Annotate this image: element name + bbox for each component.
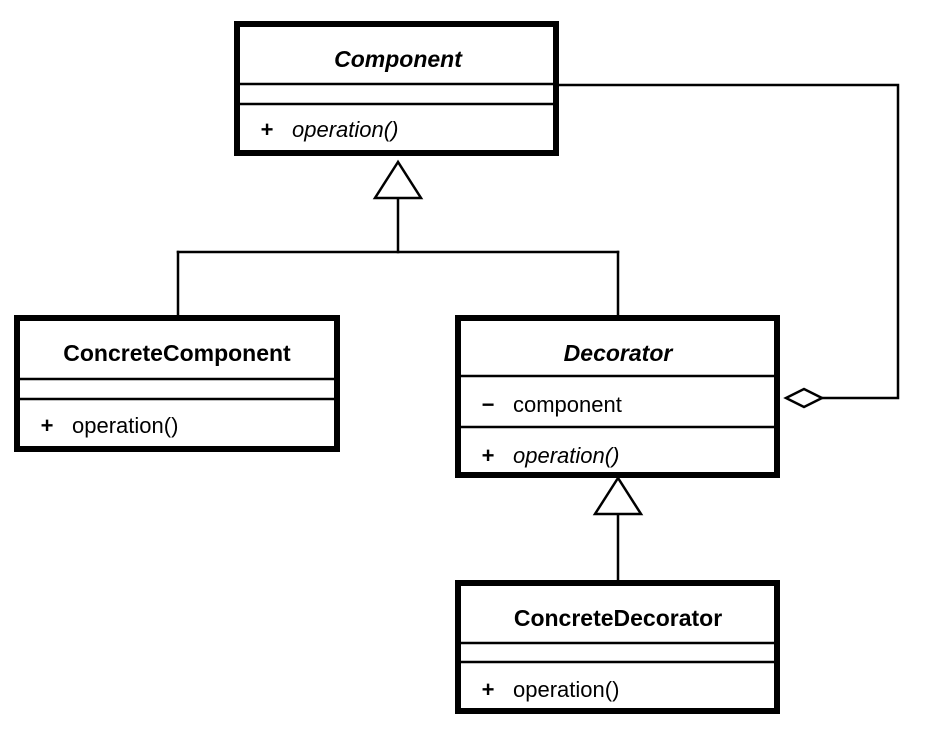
decorator-operation-visibility: +: [482, 443, 495, 468]
component-operation-label: operation(): [292, 117, 398, 142]
inheritance-triangle-decorator: [592, 475, 644, 516]
decorator-class-name: Decorator: [564, 340, 674, 366]
concrete-decorator-operation-label: operation(): [513, 677, 619, 702]
concrete-decorator-operation-visibility: +: [482, 677, 495, 702]
inheritance-triangle-component: [372, 159, 424, 200]
aggregation-route-line: [557, 83, 900, 400]
concrete-component-operation-label: operation(): [72, 413, 178, 438]
decorator-attribute-label: component: [513, 392, 622, 417]
class-box-concrete-decorator[interactable]: ConcreteDecorator + operation(): [455, 580, 780, 714]
aggregation-decorator-component[interactable]: [557, 83, 900, 409]
generalization-concrete-decorator[interactable]: [592, 475, 644, 584]
concrete-decorator-class-name: ConcreteDecorator: [514, 605, 722, 631]
concrete-component-box-outline: [14, 315, 340, 452]
class-box-component[interactable]: Component + operation(): [234, 21, 559, 156]
decorator-attribute-visibility: −: [482, 392, 495, 417]
decorator-box-outline: [455, 315, 780, 478]
class-box-concrete-component[interactable]: ConcreteComponent + operation(): [14, 315, 340, 452]
aggregation-diamond-icon: [783, 387, 825, 409]
decorator-operation-label: operation(): [513, 443, 619, 468]
generalization-component-subclasses[interactable]: [176, 159, 620, 319]
concrete-component-operation-visibility: +: [41, 413, 54, 438]
component-class-name: Component: [334, 46, 463, 72]
concrete-decorator-box-outline: [455, 580, 780, 714]
component-operation-visibility: +: [261, 117, 274, 142]
class-box-decorator[interactable]: Decorator − component + operation(): [455, 315, 780, 478]
component-box-outline: [234, 21, 559, 156]
concrete-component-class-name: ConcreteComponent: [63, 340, 291, 366]
